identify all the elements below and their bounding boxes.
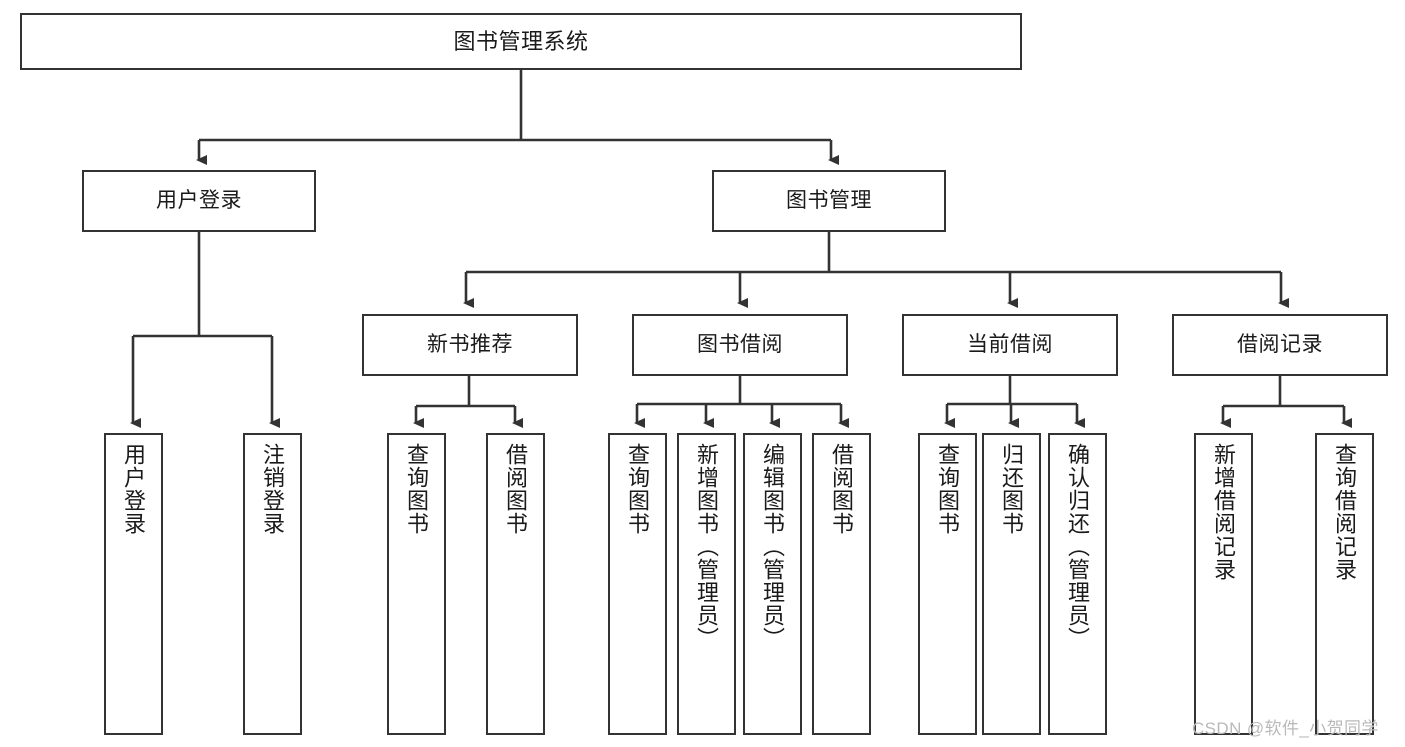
node-label: 当前借阅 [967, 332, 1053, 356]
node-label: 新书推荐 [427, 332, 513, 356]
node-label: 查询图书 [935, 443, 961, 535]
node-label: 新增图书（管理员） [694, 443, 720, 650]
node-label: 编辑图书（管理员） [760, 443, 786, 650]
leaf-confirm-return-admin[interactable]: 确认归还（管理员） [1048, 433, 1107, 735]
leaf-edit-book-admin[interactable]: 编辑图书（管理员） [743, 433, 802, 735]
csdn-watermark: CSDN @软件_小贺同学 [1192, 719, 1379, 738]
node-book-management[interactable]: 图书管理 [712, 170, 946, 232]
node-label: 用户登录 [156, 188, 242, 212]
node-label: 图书管理 [786, 188, 872, 212]
leaf-return-books[interactable]: 归还图书 [982, 433, 1041, 735]
leaf-query-books-rec[interactable]: 查询图书 [387, 433, 446, 735]
node-label: 图书管理系统 [453, 28, 589, 54]
node-label: 查询图书 [404, 443, 430, 535]
leaf-query-books-borrow[interactable]: 查询图书 [608, 433, 667, 735]
leaf-user-login[interactable]: 用户登录 [104, 433, 163, 735]
node-label: 新增借阅记录 [1211, 443, 1237, 581]
node-label: 借阅记录 [1237, 332, 1323, 356]
node-label: 注销登录 [260, 443, 286, 535]
node-label: 归还图书 [999, 443, 1025, 535]
node-label: 图书借阅 [697, 332, 783, 356]
node-root-book-management-system[interactable]: 图书管理系统 [20, 13, 1022, 70]
leaf-add-book-admin[interactable]: 新增图书（管理员） [677, 433, 736, 735]
node-label: 查询借阅记录 [1332, 443, 1358, 581]
node-user-login[interactable]: 用户登录 [82, 170, 316, 232]
leaf-logout-login[interactable]: 注销登录 [243, 433, 302, 735]
node-book-borrowing[interactable]: 图书借阅 [632, 314, 848, 376]
leaf-borrow-books-borrow[interactable]: 借阅图书 [812, 433, 871, 735]
node-label: 确认归还（管理员） [1065, 443, 1091, 650]
node-label: 借阅图书 [503, 443, 529, 535]
node-label: 用户登录 [121, 443, 147, 535]
node-label: 查询图书 [625, 443, 651, 535]
node-new-book-recommendation[interactable]: 新书推荐 [362, 314, 578, 376]
leaf-borrow-books-rec[interactable]: 借阅图书 [486, 433, 545, 735]
node-label: 借阅图书 [829, 443, 855, 535]
node-borrowing-record[interactable]: 借阅记录 [1172, 314, 1388, 376]
leaf-query-books-current[interactable]: 查询图书 [918, 433, 977, 735]
leaf-add-borrow-record[interactable]: 新增借阅记录 [1194, 433, 1253, 735]
leaf-query-borrow-record[interactable]: 查询借阅记录 [1315, 433, 1374, 735]
node-current-borrowing[interactable]: 当前借阅 [902, 314, 1118, 376]
